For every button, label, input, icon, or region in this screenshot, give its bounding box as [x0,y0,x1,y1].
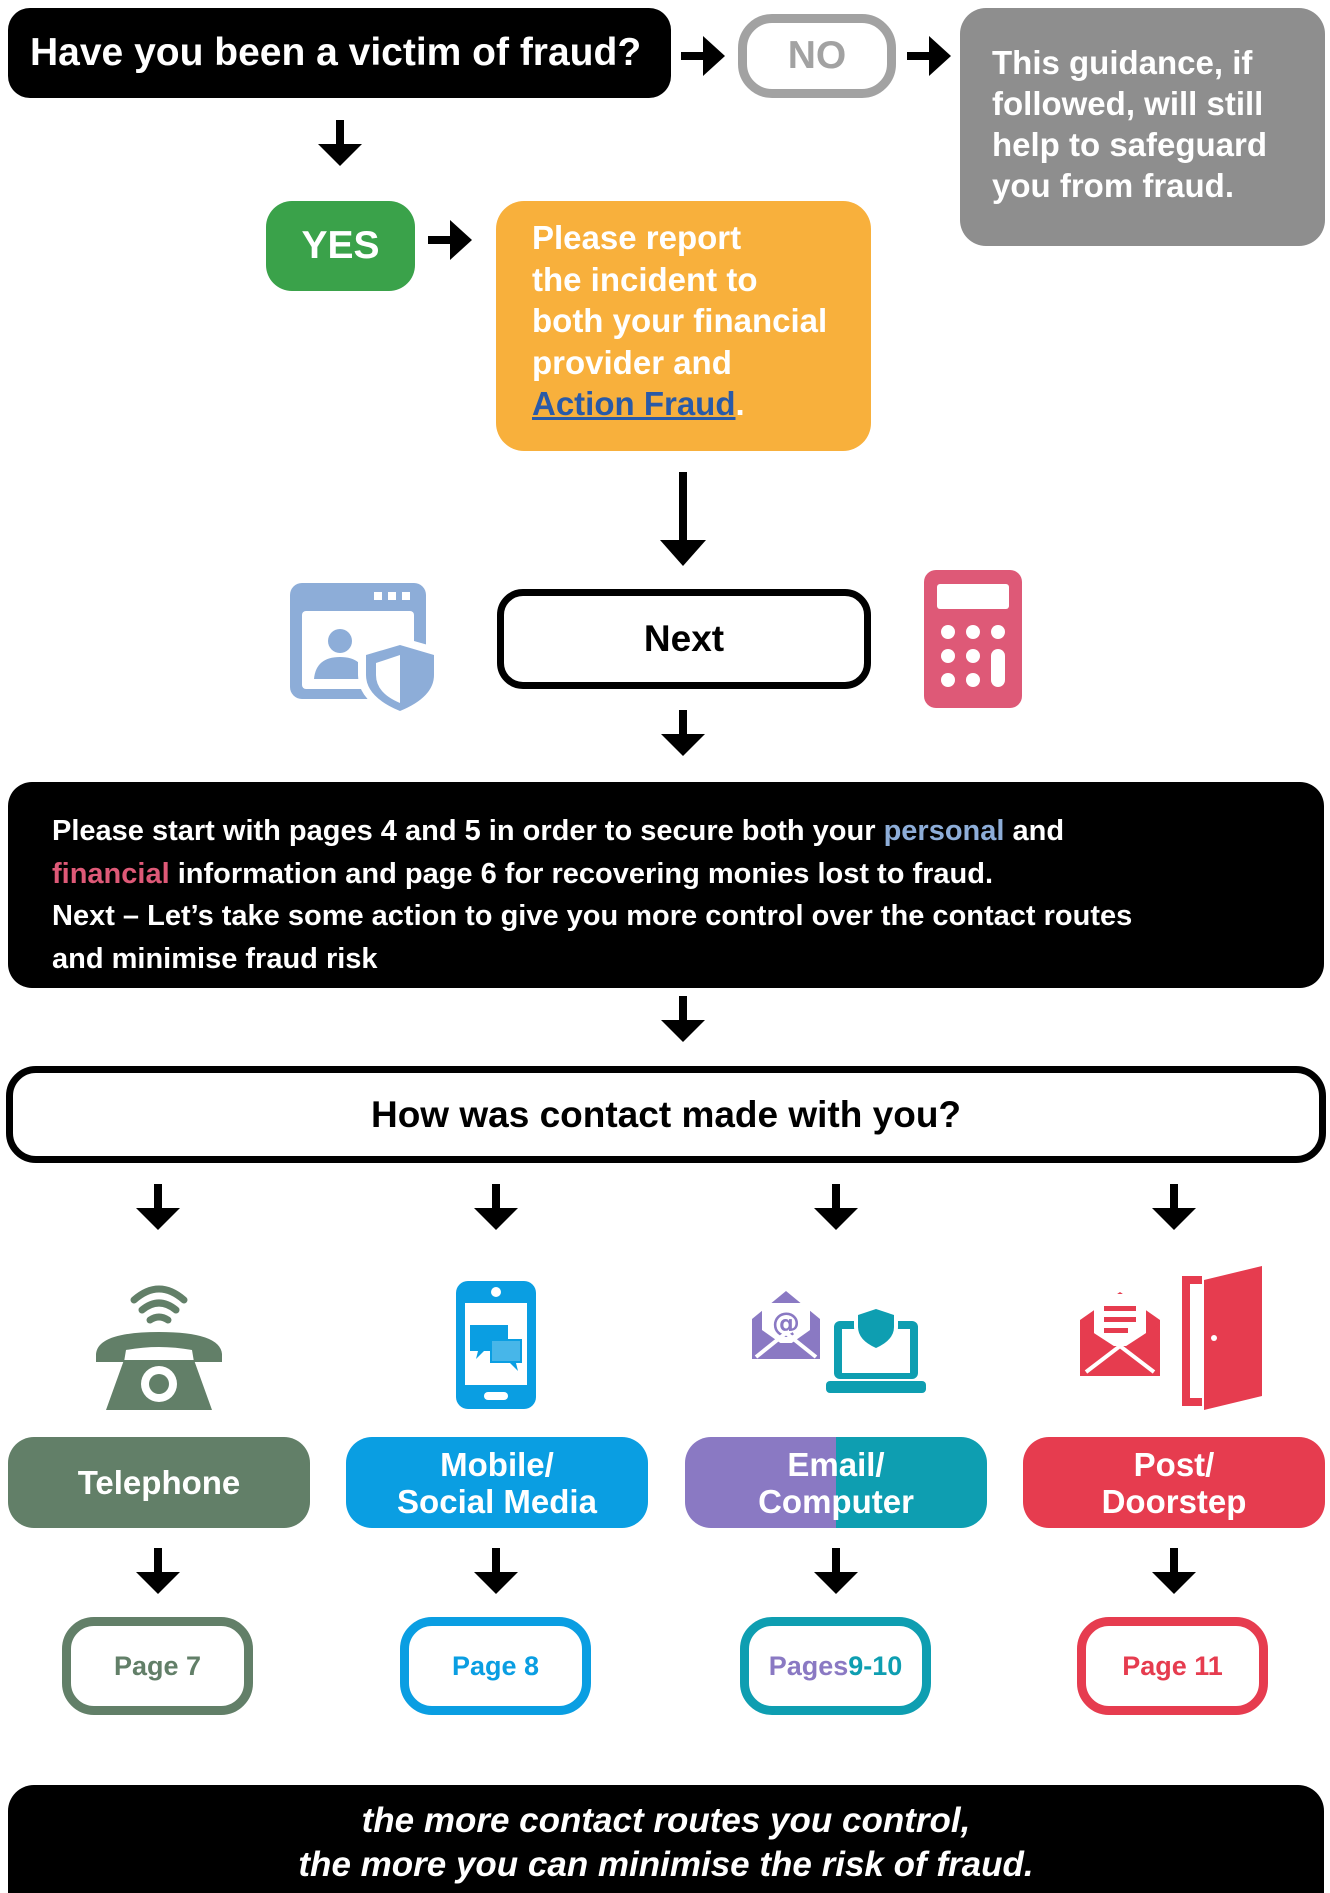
victim-question: Have you been a victim of fraud? [8,8,671,98]
route-label-line: Computer [758,1482,914,1520]
report-line: provider and [532,343,732,381]
route-post-doorstep[interactable]: Post/ Doorstep [1023,1437,1325,1528]
info-text: Please start with pages 4 and 5 in order… [52,815,884,847]
action-fraud-link[interactable]: Action Fraud [532,385,736,422]
route-label-line: Social Media [397,1482,597,1520]
info-line: Next – Let’s take some action to give yo… [52,900,1133,932]
route-mobile-social[interactable]: Mobile/ Social Media [346,1437,648,1528]
route-telephone[interactable]: Telephone [8,1437,310,1528]
route-email-computer[interactable]: Email/ Computer [685,1437,987,1528]
no-guidance-line: help to safeguard [992,126,1268,163]
page-link-telephone[interactable]: Page 7 [62,1617,253,1715]
report-link-line: Action Fraud. [532,383,851,425]
page-link-post[interactable]: Page 11 [1077,1617,1268,1715]
mobile-chat-icon [456,1281,536,1409]
info-text: and [1004,815,1065,847]
page-link-mobile[interactable]: Page 8 [400,1617,591,1715]
page-label-prefix: Pages [768,1650,849,1681]
identity-shield-icon [290,583,442,719]
info-line: and minimise fraud risk [52,942,378,975]
report-instruction: Please report the incident to both your … [496,201,871,451]
info-panel: Please start with pages 4 and 5 in order… [8,782,1324,988]
route-label-line: Doorstep [1101,1482,1247,1520]
contact-question: How was contact made with you? [6,1066,1326,1163]
next-step: Next [497,589,871,689]
info-text: information and page 6 for recovering mo… [169,857,994,890]
page-label: Page 8 [451,1650,540,1681]
page-link-email[interactable]: Pages 9-10 [740,1617,931,1715]
page-label-number: 9-10 [848,1650,903,1681]
page-label: Page 7 [113,1650,202,1681]
route-label-line: Post/ [1133,1445,1215,1483]
info-line: Please start with pages 4 and 5 in order… [52,810,1294,853]
info-line: financial information and page 6 for rec… [52,853,1294,896]
next-label: Next [643,618,725,659]
link-suffix: . [735,385,745,422]
calculator-icon [924,570,1022,708]
footer-line: the more you can minimise the risk of fr… [298,1845,1034,1884]
no-option[interactable]: NO [738,14,896,98]
report-line: Please report [532,219,742,256]
route-label: Telephone [77,1464,241,1501]
email-computer-icon: @ [752,1291,926,1393]
telephone-icon [96,1285,222,1410]
no-guidance-line: you from fraud. [992,167,1235,204]
yes-label: YES [301,224,380,267]
no-label: NO [787,34,847,77]
report-line: both your financial [532,302,828,339]
report-line: the incident to [532,260,758,298]
financial-highlight: financial [52,857,170,890]
no-guidance: This guidance, if followed, will still h… [960,8,1325,246]
post-door-icon [1080,1266,1262,1410]
page-label: Page 11 [1122,1650,1223,1681]
question-text: Have you been a victim of fraud? [30,31,642,74]
personal-highlight: personal [883,815,1005,847]
route-label: Email/ Computer [758,1446,914,1520]
no-guidance-line: followed, will still [992,85,1264,122]
route-label-line: Mobile/ [440,1445,554,1483]
no-guidance-line: This guidance, if [992,44,1253,81]
route-label: Post/ Doorstep [1102,1446,1247,1520]
yes-option[interactable]: YES [266,201,415,291]
route-label: Mobile/ Social Media [397,1446,597,1520]
route-label-line: Email/ [787,1445,885,1483]
contact-question-text: How was contact made with you? [370,1093,962,1135]
footer-line: the more contact routes you control, [361,1801,971,1840]
footer-banner: the more contact routes you control, the… [8,1785,1324,1893]
